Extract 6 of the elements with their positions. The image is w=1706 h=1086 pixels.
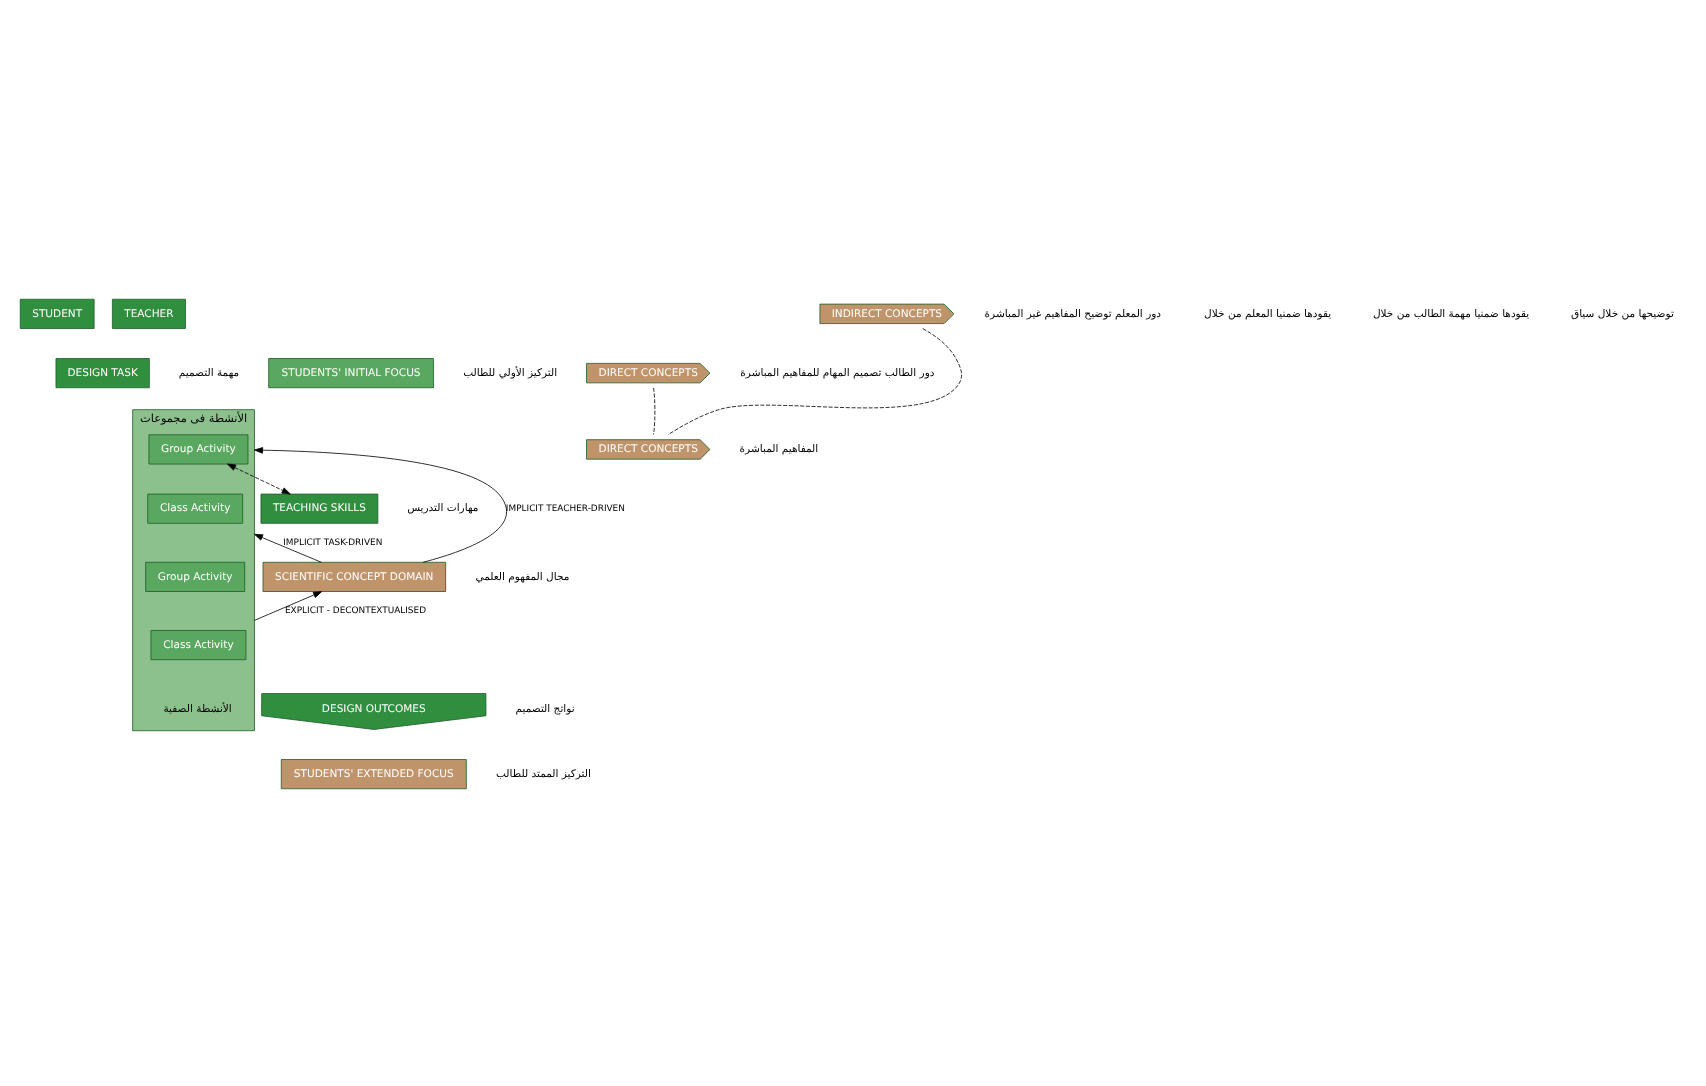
arrow bbox=[254, 446, 507, 562]
arrow bbox=[254, 590, 323, 620]
arrow bbox=[227, 462, 291, 494]
connector bbox=[653, 386, 656, 435]
arrow bbox=[254, 532, 322, 562]
connector bbox=[667, 327, 962, 435]
